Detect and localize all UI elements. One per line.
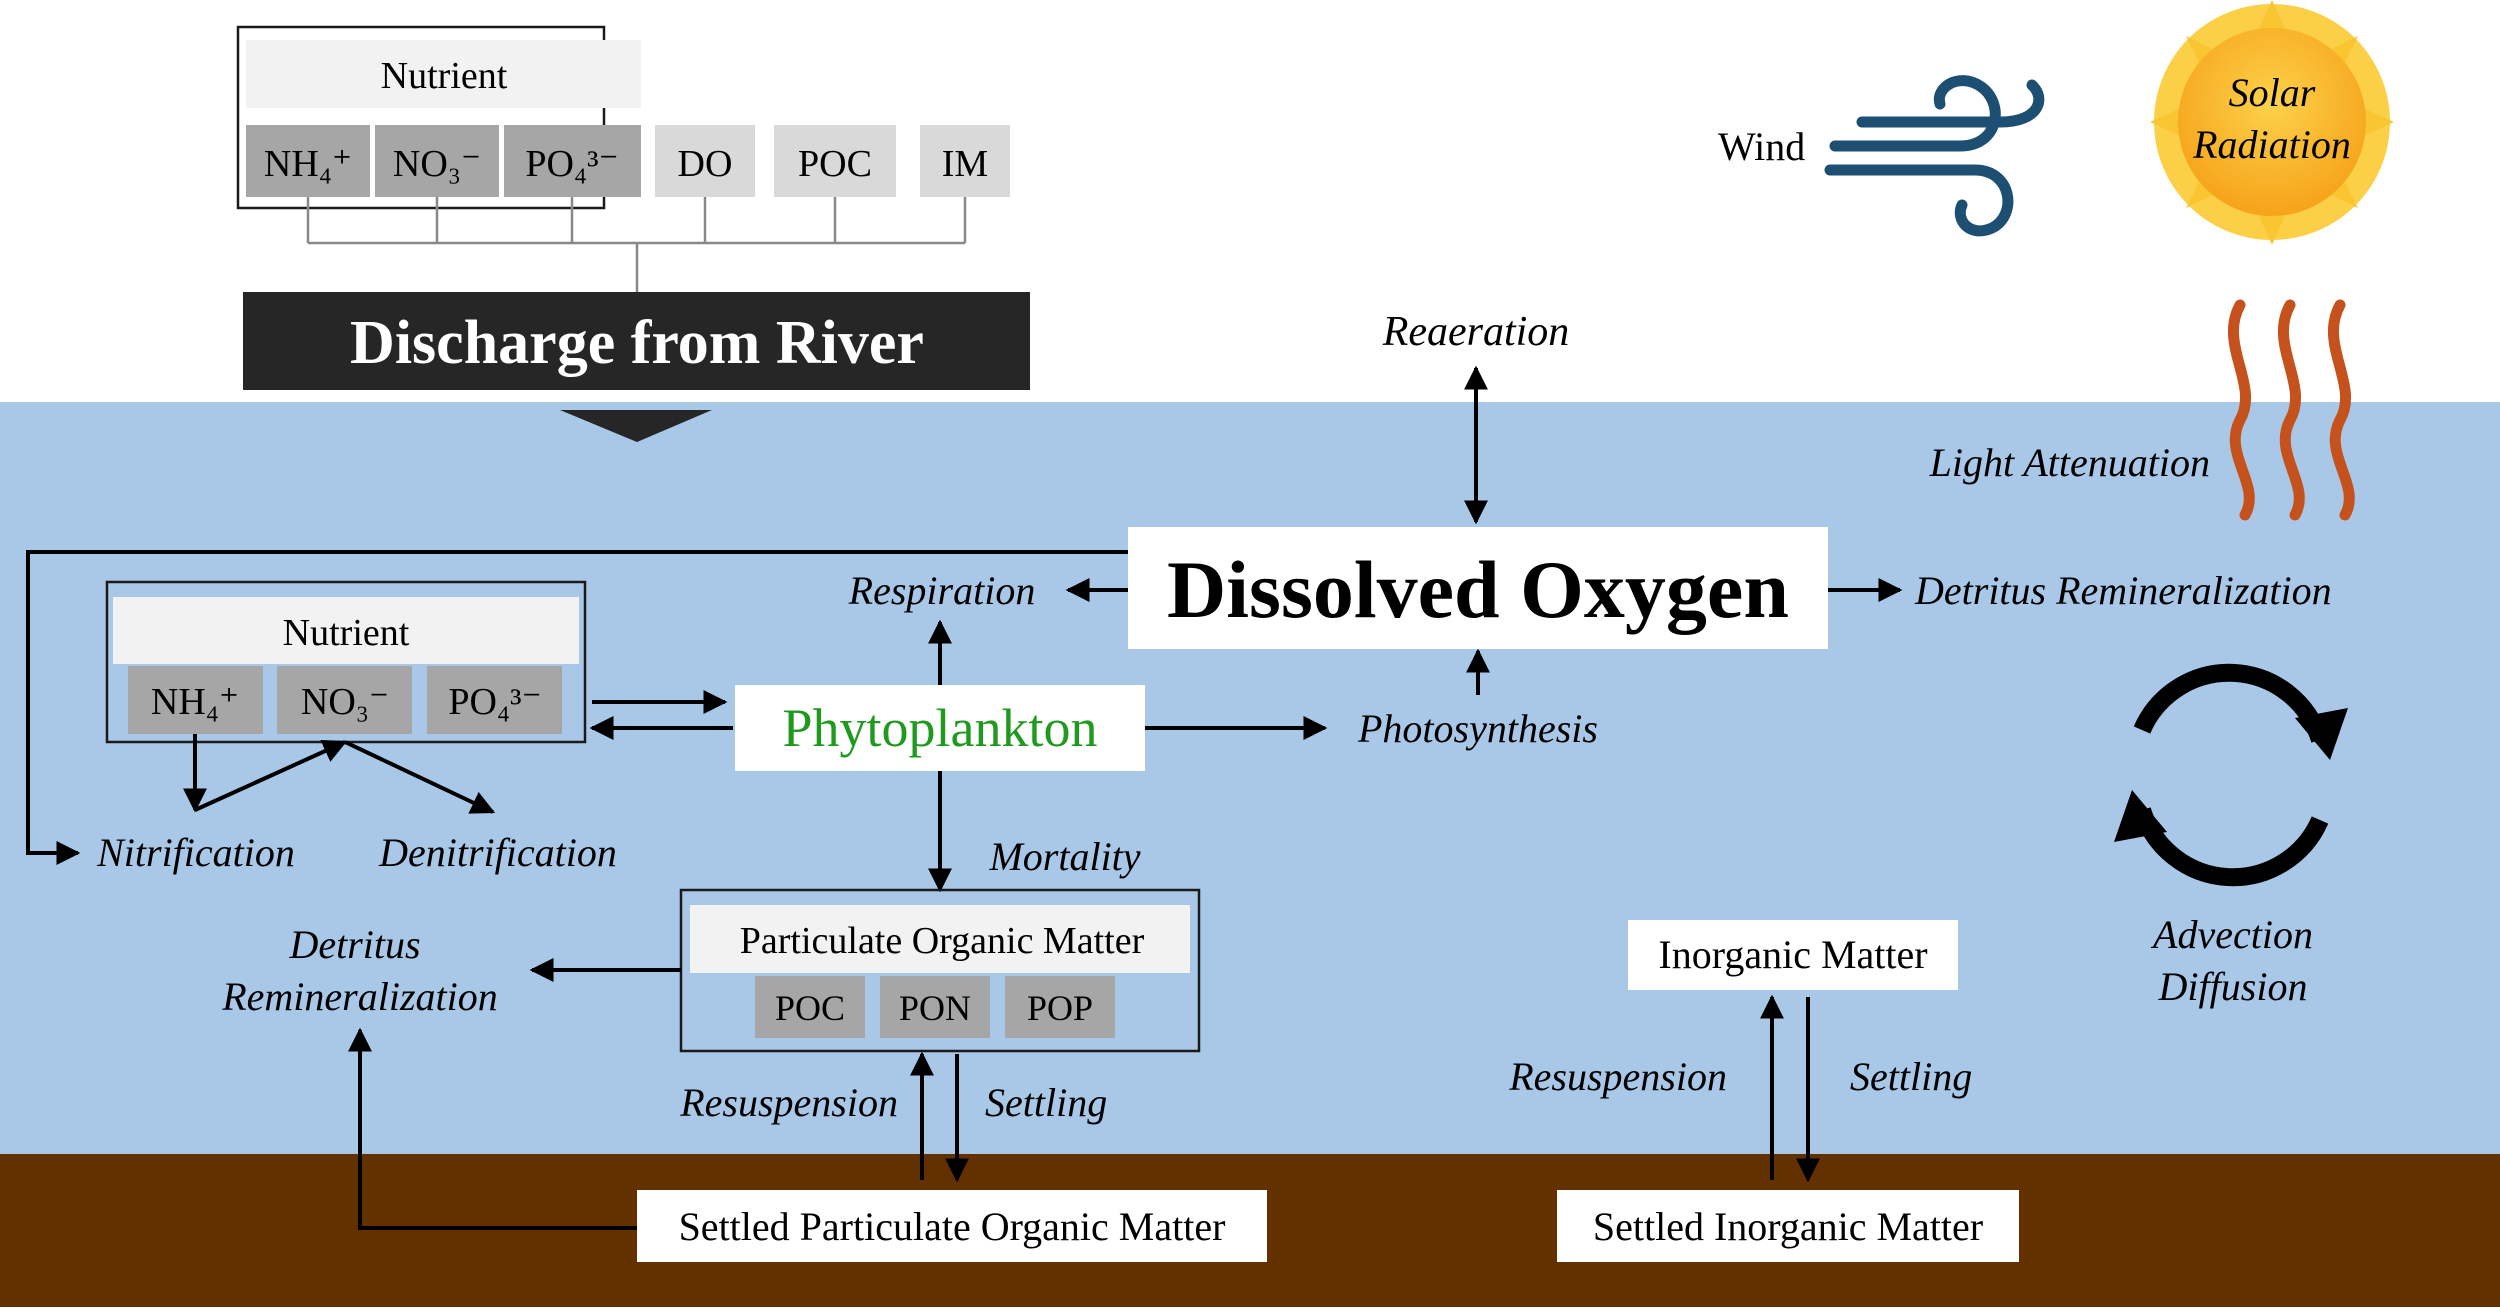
mortality-label: Mortality — [988, 834, 1140, 879]
sun-icon — [2150, 0, 2394, 245]
discharge-arrow-icon — [560, 410, 712, 442]
water-column — [0, 402, 2500, 1154]
recycle-arrowhead-top-icon — [2295, 708, 2348, 760]
river-poc-box — [774, 125, 896, 197]
nitrification-label: Nitrification — [96, 830, 295, 875]
inorganic-settling-label: Settling — [1850, 1054, 1972, 1099]
water-nutrient-header — [113, 597, 579, 664]
river-im-label: IM — [942, 143, 988, 185]
river-nh4-label: NH₄⁺ — [264, 143, 352, 185]
river-nutrient-group: Nutrient NH₄⁺ NO₃⁻ PO₄³⁻ DO POC IM — [236, 25, 1010, 292]
wind-label: Wind — [1718, 124, 1805, 169]
river-connector-lines — [306, 197, 967, 292]
pom-group: Particulate Organic Matter POC PON POP — [679, 888, 1201, 1053]
dissolved-oxygen-label: Dissolved Oxygen — [1167, 544, 1789, 635]
pom-pop-box — [1005, 976, 1115, 1038]
river-poc-label: POC — [798, 143, 872, 185]
pom-poc-box — [755, 976, 865, 1038]
discharge-banner-bg — [243, 292, 1030, 390]
pom-label: Particulate Organic Matter — [740, 920, 1145, 962]
photosynthesis-label: Photosynthesis — [1357, 706, 1598, 751]
no3-to-denitrification-arrow — [344, 740, 496, 814]
water-nutrient-label: Nutrient — [283, 612, 410, 654]
settled-pom-to-detritus-arrow — [348, 1027, 637, 1230]
wind-icon — [1824, 75, 2045, 237]
recycle-arrows-icon — [2133, 663, 2329, 887]
river-po4-label: PO₄³⁻ — [525, 143, 618, 185]
solar-label-line1: Solar — [2229, 70, 2316, 115]
settled-pom-box — [637, 1190, 1267, 1262]
solar-label-line2: Radiation — [2192, 122, 2351, 167]
heat-waves-icon — [2228, 299, 2355, 521]
wind-group: Wind — [1718, 75, 2045, 237]
phytoplankton-box — [735, 685, 1145, 771]
river-do-box — [655, 125, 755, 197]
pom-resuspension-label: Resuspension — [679, 1080, 898, 1125]
advection-label: Advection — [2150, 912, 2313, 957]
water-po4-label: PO₄³⁻ — [448, 681, 541, 723]
discharge-banner: Discharge from River — [243, 292, 1030, 442]
respiration-label: Respiration — [848, 568, 1036, 613]
discharge-banner-label: Discharge from River — [350, 309, 924, 377]
denitrification-label: Denitrification — [378, 830, 617, 875]
river-nh4-box — [246, 125, 370, 197]
inorganic-resuspension-label: Resuspension — [1508, 1054, 1727, 1099]
dissolved-oxygen-box — [1128, 527, 1828, 649]
nitrification-to-no3-arrow — [194, 739, 348, 812]
water-nutrient-group: Nutrient NH₄⁺ NO₃⁻ PO₄³⁻ — [105, 580, 587, 744]
river-no3-label: NO₃⁻ — [393, 143, 481, 185]
detritus-remin-right-label: Detritus Remineralization — [1914, 568, 2332, 613]
settled-inorganic-box — [1557, 1190, 2019, 1262]
river-do-label: DO — [678, 143, 733, 185]
settled-inorganic-label: Settled Inorganic Matter — [1593, 1204, 1983, 1249]
pom-detritus-line2: Remineralization — [221, 974, 498, 1019]
diffusion-label: Diffusion — [2158, 964, 2308, 1009]
phytoplankton-label: Phytoplankton — [782, 698, 1097, 758]
water-no3-label: NO₃⁻ — [301, 681, 389, 723]
pom-header — [690, 905, 1190, 973]
inorganic-label: Inorganic Matter — [1658, 932, 1927, 977]
river-po4-box — [504, 125, 641, 197]
water-nh4-box — [128, 666, 263, 734]
settled-pom-label: Settled Particulate Organic Matter — [679, 1204, 1226, 1249]
water-no3-box — [277, 666, 412, 734]
river-im-box — [920, 125, 1010, 197]
pom-pon-label: PON — [899, 988, 971, 1028]
inorganic-box — [1628, 920, 1958, 990]
river-no3-box — [375, 125, 499, 197]
pom-pop-label: POP — [1027, 988, 1093, 1028]
do-to-nitrification-arrow — [26, 550, 1128, 865]
river-nutrient-label: Nutrient — [381, 55, 508, 97]
water-po4-box — [427, 666, 562, 734]
pom-settling-label: Settling — [985, 1080, 1107, 1125]
recycle-arrowhead-bottom-icon — [2114, 790, 2167, 842]
reaeration-label: Reaeration — [1382, 309, 1570, 355]
river-nutrient-header — [246, 40, 641, 108]
pom-pon-box — [880, 976, 990, 1038]
water-nh4-label: NH₄⁺ — [151, 681, 239, 723]
pom-poc-label: POC — [775, 988, 845, 1028]
light-attenuation-label: Light Attenuation — [1929, 440, 2210, 485]
pom-detritus-line1: Detritus — [288, 922, 420, 967]
